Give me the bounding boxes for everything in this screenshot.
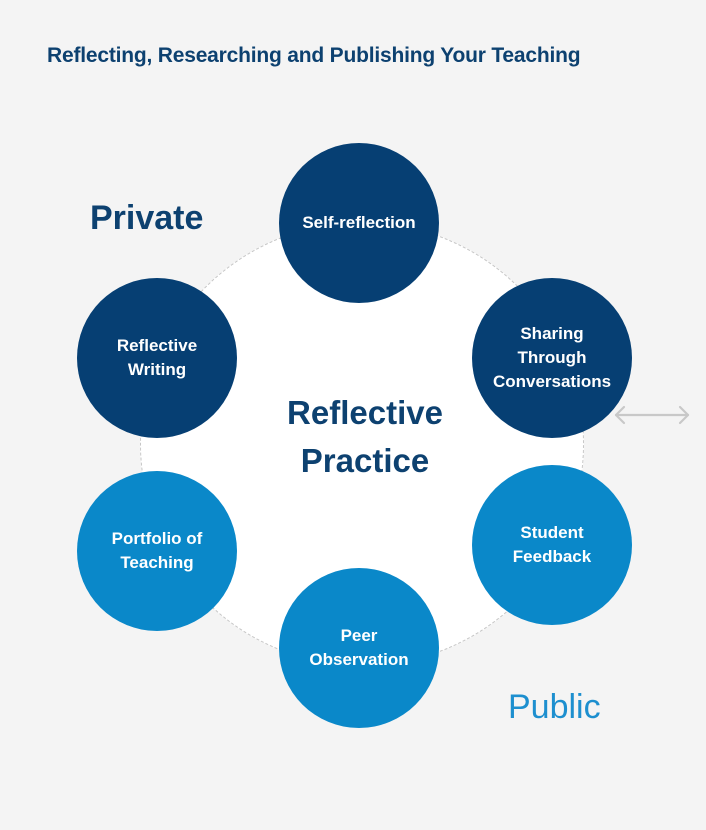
- node-self-reflection-line-1: Self-reflection: [302, 213, 416, 232]
- public-label: Public: [508, 688, 601, 726]
- node-student-feedback-line-2: Feedback: [512, 547, 592, 566]
- node-student-feedback-line-1: Student: [520, 523, 584, 542]
- center-label-line-2: Practice: [300, 442, 430, 479]
- node-student-feedback: Student Feedback: [472, 465, 632, 625]
- page-title: Reflecting, Researching and Publishing Y…: [47, 44, 581, 67]
- node-peer-observation-line-1: Peer: [340, 626, 378, 645]
- node-peer-observation: Peer Observation: [279, 568, 439, 728]
- double-arrow-icon: [614, 405, 690, 425]
- node-reflective-writing-line-2: Writing: [127, 360, 187, 379]
- node-peer-observation-line-2: Observation: [309, 650, 409, 669]
- node-reflective-writing: Reflective Writing: [77, 278, 237, 438]
- center-label: Reflective Practice: [250, 389, 480, 485]
- center-label-line-1: Reflective: [287, 394, 443, 431]
- node-portfolio-line-1: Portfolio of: [111, 529, 203, 548]
- node-reflective-writing-line-1: Reflective: [116, 336, 198, 355]
- node-self-reflection: Self-reflection: [279, 143, 439, 303]
- node-sharing-line-3: Conversations: [492, 372, 612, 391]
- node-sharing-line-1: Sharing: [520, 324, 584, 343]
- node-sharing-through-conversations: Sharing Through Conversations: [472, 278, 632, 438]
- node-sharing-line-2: Through: [517, 348, 587, 367]
- node-portfolio-line-2: Teaching: [120, 553, 194, 572]
- node-portfolio-of-teaching: Portfolio of Teaching: [77, 471, 237, 631]
- private-label: Private: [90, 199, 204, 237]
